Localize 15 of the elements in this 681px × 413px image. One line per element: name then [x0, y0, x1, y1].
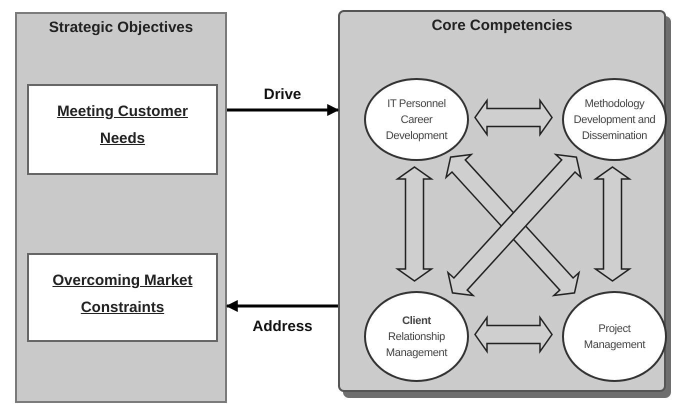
- double-block-arrow: [474, 98, 553, 137]
- arrow: [227, 104, 340, 116]
- competency-ellipse: IT Personnel Career Development: [364, 78, 469, 161]
- competency-ellipse: Methodology Development and Dissemination: [562, 78, 667, 161]
- double-block-arrow: [474, 315, 553, 354]
- competency-ellipse: Project Management: [562, 291, 667, 382]
- panel-heading: Core Competencies: [430, 16, 574, 36]
- panel-heading: Strategic Objectives: [48, 18, 194, 38]
- competency-ellipse: Client Relationship Management: [364, 291, 469, 382]
- group-panel: [15, 12, 227, 403]
- arrow: [226, 300, 338, 312]
- objective-box: Meeting Customer Needs: [27, 84, 218, 175]
- objective-box: Overcoming Market Constraints: [27, 253, 218, 342]
- double-block-arrow: [593, 166, 632, 282]
- double-block-arrow: [395, 166, 434, 282]
